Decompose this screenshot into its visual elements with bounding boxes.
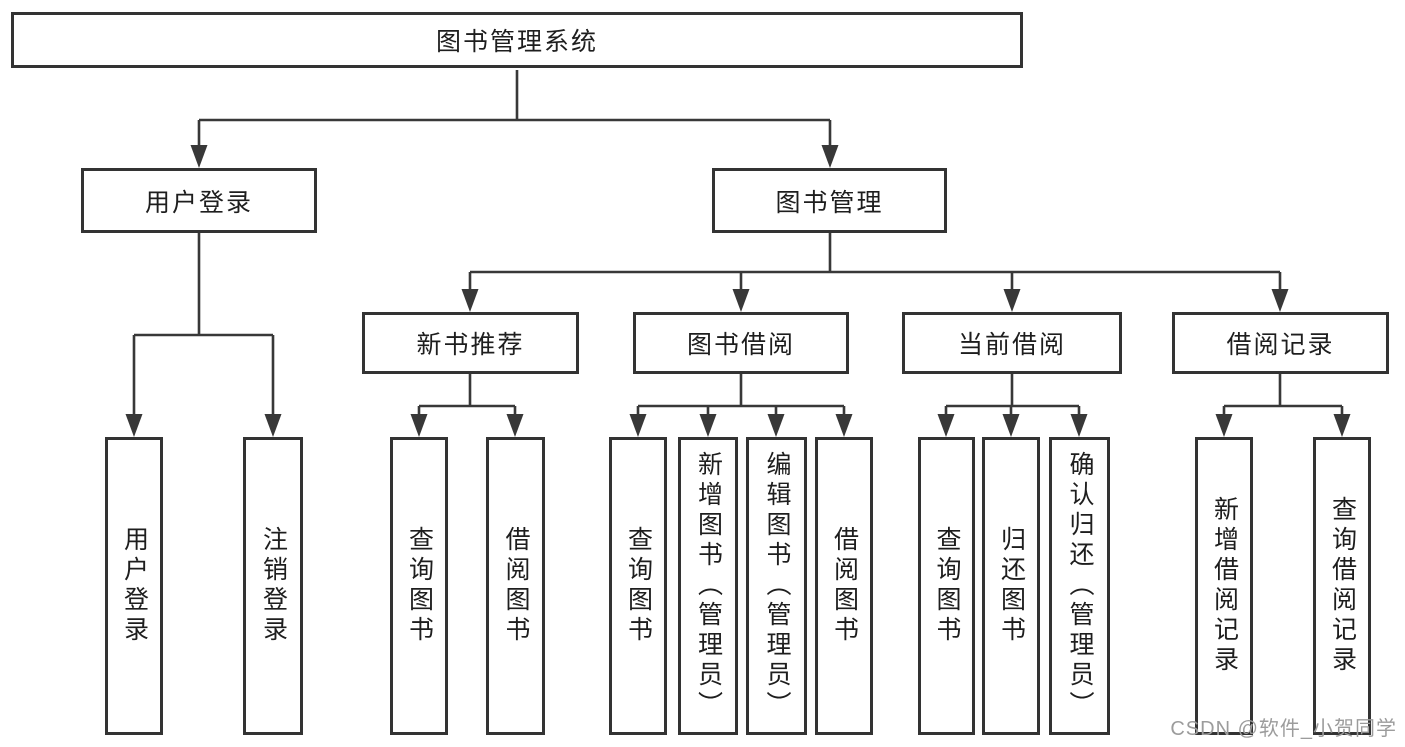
csdn-watermark: CSDN @软件_小贺同学 <box>1170 718 1397 740</box>
arrow-down-icon <box>190 145 208 168</box>
node-label: 当前借阅 <box>957 331 1066 359</box>
node-label: 查询图书 <box>624 526 653 646</box>
arrow-down-icon <box>264 414 282 437</box>
node-book-borrowing: 图书借阅 <box>633 312 849 374</box>
node-label: 新增图书（管理员） <box>694 451 723 721</box>
node-label: 图书管理系统 <box>435 28 598 56</box>
node-current-borrowing: 当前借阅 <box>902 312 1122 374</box>
node-label: 图书管理 <box>775 188 884 217</box>
leaf-edit-books-admin: 编辑图书（管理员） <box>746 437 807 735</box>
arrow-down-icon <box>506 414 524 437</box>
node-library-management-system: 图书管理系统 <box>11 12 1023 68</box>
node-label: 确认归还（管理员） <box>1066 451 1094 721</box>
node-label: 查询图书 <box>405 526 434 646</box>
leaf-query-books-recommend: 查询图书 <box>390 437 448 735</box>
node-label: 注销登录 <box>259 526 288 646</box>
arrow-down-icon <box>1215 414 1233 437</box>
arrow-down-icon <box>937 414 955 437</box>
leaf-user-login: 用户登录 <box>105 437 163 735</box>
arrow-down-icon <box>821 145 839 168</box>
arrow-down-icon <box>629 414 647 437</box>
arrow-down-icon <box>1271 289 1289 312</box>
arrow-down-icon <box>1070 414 1088 437</box>
leaf-confirm-return-admin: 确认归还（管理员） <box>1049 437 1110 735</box>
node-label: 用户登录 <box>144 188 253 217</box>
node-new-book-recommendation: 新书推荐 <box>362 312 579 374</box>
node-user-login: 用户登录 <box>81 168 317 233</box>
node-label: 查询图书 <box>933 526 961 646</box>
node-label: 借阅记录 <box>1226 331 1335 359</box>
arrow-down-icon <box>125 414 143 437</box>
arrowheads <box>125 145 1351 437</box>
arrow-down-icon <box>732 289 750 312</box>
node-label: 用户登录 <box>120 526 149 646</box>
connector-path <box>132 70 1344 420</box>
arrow-down-icon <box>699 414 717 437</box>
leaf-query-books-borrow: 查询图书 <box>609 437 667 735</box>
arrow-down-icon <box>461 289 479 312</box>
node-label: 借阅图书 <box>502 526 530 646</box>
leaf-return-books: 归还图书 <box>982 437 1040 735</box>
leaf-logout: 注销登录 <box>243 437 303 735</box>
node-label: 编辑图书（管理员） <box>763 451 791 721</box>
node-label: 查询借阅记录 <box>1328 496 1357 676</box>
leaf-query-books-current: 查询图书 <box>918 437 975 735</box>
leaf-borrow-books-borrow: 借阅图书 <box>815 437 873 735</box>
arrow-down-icon <box>1003 289 1021 312</box>
node-label: 新书推荐 <box>416 331 525 359</box>
arrow-down-icon <box>410 414 428 437</box>
arrow-down-icon <box>767 414 785 437</box>
node-label: 借阅图书 <box>830 526 859 646</box>
node-label: 图书借阅 <box>686 331 795 359</box>
arrow-down-icon <box>1002 414 1020 437</box>
leaf-add-books-admin: 新增图书（管理员） <box>678 437 738 735</box>
node-label: 新增借阅记录 <box>1210 496 1239 676</box>
arrow-down-icon <box>1333 414 1351 437</box>
arrow-down-icon <box>835 414 853 437</box>
leaf-borrow-books-recommend: 借阅图书 <box>486 437 545 735</box>
node-book-management: 图书管理 <box>712 168 947 233</box>
leaf-query-borrow-record: 查询借阅记录 <box>1313 437 1371 735</box>
node-borrowing-records: 借阅记录 <box>1172 312 1389 374</box>
node-label: 归还图书 <box>997 526 1026 646</box>
leaf-add-borrow-record: 新增借阅记录 <box>1195 437 1253 735</box>
